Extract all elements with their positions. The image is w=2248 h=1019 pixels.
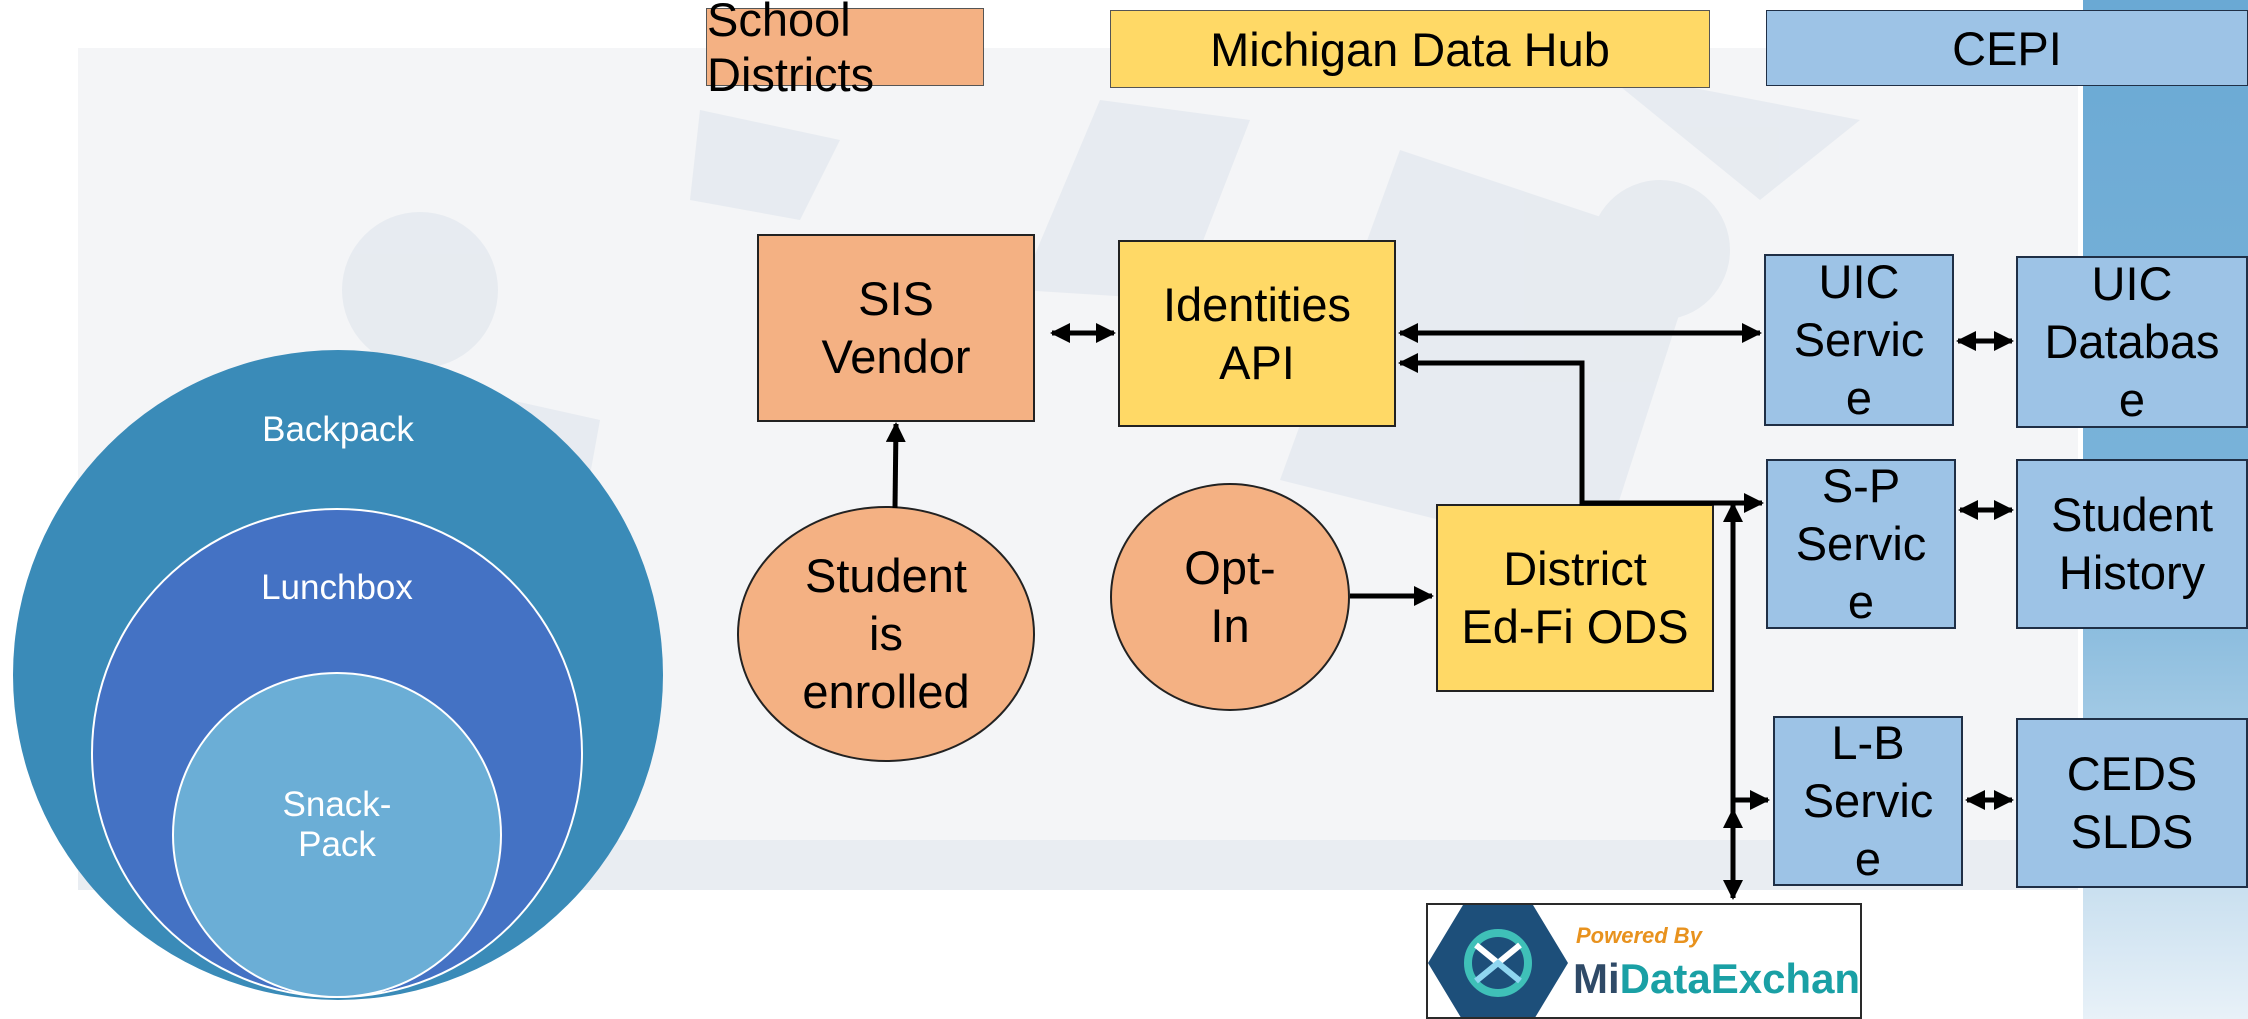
ceds-slds-label: CEDS SLDS: [2066, 747, 2198, 858]
midataexchange-hexagon-icon: [1428, 905, 1568, 1017]
lunchbox-label: Lunchbox: [261, 568, 413, 607]
snackpack-label: Snack- Pack: [282, 785, 392, 864]
midataexchange-logo: Powered By MiDataExchange: [1426, 903, 1862, 1019]
sis-vendor-box: SIS Vendor: [757, 234, 1035, 422]
logo-name-dataexchange: DataExchange: [1619, 955, 1861, 1002]
student-history-label: Student History: [2050, 488, 2214, 599]
uic-service-label: UIC Servic e: [1793, 255, 1925, 424]
snackpack-circle: Snack- Pack: [172, 672, 502, 998]
identities-api-box: Identities API: [1118, 240, 1396, 427]
sp-service-label: S-P Servic e: [1795, 459, 1927, 628]
header-michigan-data-hub: Michigan Data Hub: [1110, 10, 1710, 88]
uic-database-box: UIC Databas e: [2016, 256, 2248, 428]
lb-service-label: L-B Servic e: [1802, 716, 1934, 885]
student-enrolled-label: Student is enrolled: [802, 549, 970, 718]
sp-service-box: S-P Servic e: [1766, 459, 1956, 629]
uic-database-label: UIC Databas e: [2044, 257, 2220, 426]
opt-in-oval: Opt- In: [1110, 483, 1350, 711]
student-history-box: Student History: [2016, 459, 2248, 629]
uic-service-box: UIC Servic e: [1764, 254, 1954, 426]
logo-powered-by: Powered By: [1576, 923, 1702, 948]
ceds-slds-box: CEDS SLDS: [2016, 718, 2248, 888]
header-school-districts: School Districts: [706, 0, 984, 101]
district-ods-label: District Ed-Fi ODS: [1461, 542, 1689, 653]
sis-vendor-label: SIS Vendor: [821, 272, 971, 383]
opt-in-label: Opt- In: [1184, 541, 1276, 652]
logo-name: MiDataExchange: [1573, 955, 1861, 1003]
identities-api-label: Identities API: [1162, 277, 1352, 389]
district-ods-box: District Ed-Fi ODS: [1436, 504, 1714, 692]
lb-service-box: L-B Servic e: [1773, 716, 1963, 886]
backpack-label: Backpack: [262, 410, 414, 449]
student-enrolled-oval: Student is enrolled: [737, 506, 1035, 762]
logo-name-mi: Mi: [1573, 955, 1620, 1002]
header-cepi: CEPI: [1766, 10, 2248, 86]
